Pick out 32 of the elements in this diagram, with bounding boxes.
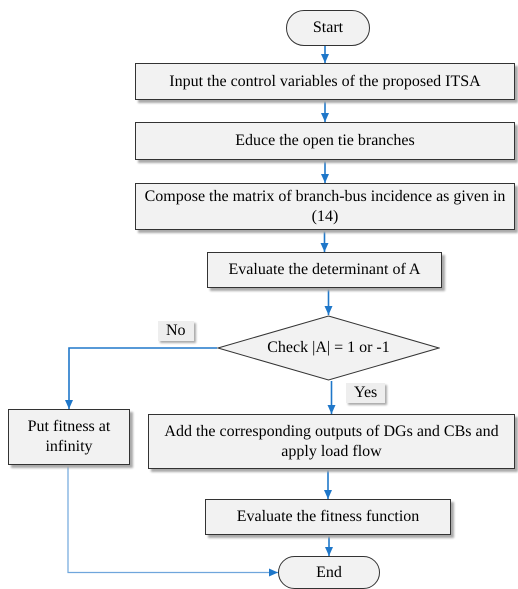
node-text: Check |A| = 1 or -1 [266, 338, 391, 358]
process-box [148, 414, 515, 469]
process-box [8, 409, 130, 465]
arrow [321, 100, 329, 122]
node-text: Put fitness at infinity [26, 417, 112, 457]
process-box [135, 122, 515, 160]
terminal-pill [286, 10, 370, 46]
node-text: Input the control variables of the proposed ITSA [168, 72, 482, 92]
node-text: End [315, 562, 343, 582]
node-text: Evaluate the fitness function [236, 507, 420, 527]
node-text: Add the corresponding outputs of DGs and CBs and apply load flow [163, 422, 500, 462]
node-text: Educe the open tie branches [234, 131, 416, 151]
arrow [67, 465, 278, 576]
arrow [324, 469, 332, 499]
node-text: Start [312, 18, 344, 38]
edge-label: Yes [346, 383, 386, 403]
node-text: Evaluate the determinant of A [228, 260, 422, 280]
decision-diamond [217, 315, 440, 381]
process-box [205, 499, 451, 535]
arrow [65, 347, 217, 409]
arrow [321, 160, 329, 183]
arrow [321, 46, 329, 63]
node-text: Compose the matrix of branch-bus incidence as given in (14) [144, 186, 506, 226]
arrow [320, 230, 328, 252]
arrow [324, 288, 332, 315]
process-box [207, 252, 442, 288]
arrow [328, 381, 336, 414]
arrow [325, 535, 333, 556]
process-box [135, 183, 515, 230]
edge-label: No [158, 321, 194, 341]
terminal-pill [278, 556, 380, 589]
process-box [135, 63, 515, 100]
